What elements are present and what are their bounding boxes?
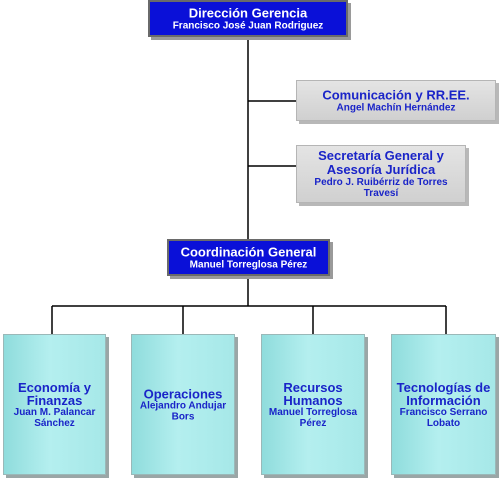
node-secretaria-general: Secretaría General y Asesoría Jurídica P…: [296, 145, 466, 203]
node-title: Economía y Finanzas: [18, 379, 91, 408]
node-tecnologias-informacion: Tecnologías de Información Francisco Ser…: [391, 334, 496, 475]
node-subtitle: Pedro J. Ruibérriz de Torres Travesí: [314, 177, 448, 199]
node-comunicacion: Comunicación y RR.EE. Angel Machín Herná…: [296, 80, 496, 121]
node-title: Secretaría General y Asesoría Jurídica: [318, 148, 444, 177]
node-subtitle: Francisco Serrano Lobato: [399, 406, 488, 429]
node-coordinacion-general: Coordinación General Manuel Torreglosa P…: [167, 239, 330, 276]
node-economia-finanzas: Economía y Finanzas Juan M. Palancar Sán…: [3, 334, 106, 475]
node-title: Dirección Gerencia: [188, 5, 308, 20]
node-operaciones: Operaciones Alejandro Andujar Bors: [131, 334, 235, 475]
node-subtitle: Alejandro Andujar Bors: [139, 400, 227, 422]
node-subtitle: Angel Machín Hernández: [336, 102, 456, 113]
node-recursos-humanos: Recursos Humanos Manuel Torreglosa Pérez: [261, 334, 365, 475]
node-title: Comunicación y RR.EE.: [322, 87, 470, 102]
node-subtitle: Manuel Torreglosa Pérez: [268, 406, 358, 429]
node-subtitle: Manuel Torreglosa Pérez: [189, 259, 308, 270]
node-title: Operaciones: [143, 386, 223, 401]
node-title: Recursos Humanos: [283, 379, 343, 408]
node-direccion-gerencia: Dirección Gerencia Francisco José Juan R…: [148, 0, 348, 37]
node-subtitle: Francisco José Juan Rodriguez: [172, 20, 324, 31]
node-title: Coordinación General: [180, 244, 317, 259]
node-subtitle: Juan M. Palancar Sánchez: [13, 406, 96, 429]
node-title: Tecnologías de Información: [396, 379, 491, 408]
